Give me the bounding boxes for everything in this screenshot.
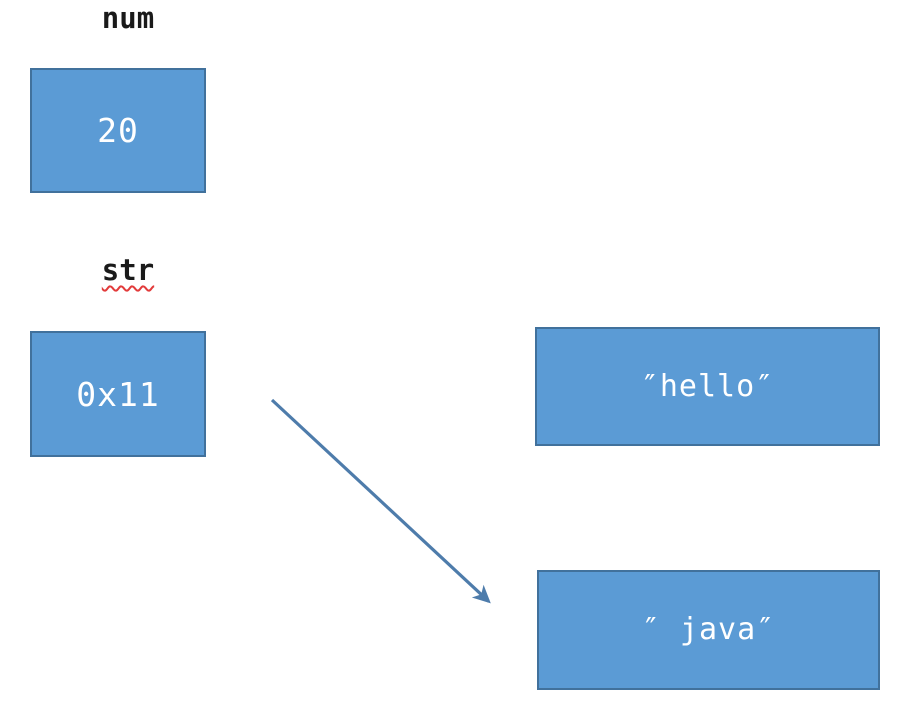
- value-box-str-text: 0x11: [76, 374, 160, 414]
- heap-value-box-hello-text: ″hello″: [640, 368, 775, 404]
- heap-value-box-java[interactable]: ″ java″: [537, 570, 880, 690]
- value-box-num[interactable]: 20: [30, 68, 206, 193]
- heap-value-box-hello[interactable]: ″hello″: [535, 327, 880, 446]
- heap-value-box-java-text: ″ java″: [641, 612, 776, 647]
- value-box-str[interactable]: 0x11: [30, 331, 206, 457]
- reference-arrow-line: [270, 398, 491, 604]
- value-box-num-text: 20: [97, 111, 139, 150]
- variable-label-num: num: [101, 1, 155, 35]
- variable-label-str: str: [101, 253, 155, 287]
